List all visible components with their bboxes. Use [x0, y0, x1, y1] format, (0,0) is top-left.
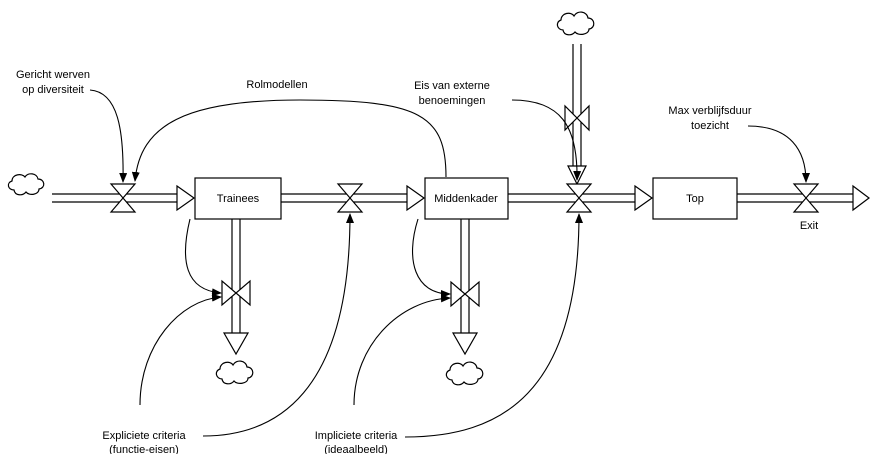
flow-pipe-trainees-middenkader — [281, 184, 426, 212]
stock-middenkader-label: Middenkader — [434, 193, 498, 205]
label-expliciete-line2: (functie-eisen) — [109, 444, 179, 454]
flow-pipe-in-trainees — [52, 184, 196, 212]
label-eis-extern-line1: Eis van externe — [414, 80, 490, 92]
arrow-gericht-werven — [89, 89, 128, 183]
flow-pipe-middenkader-top — [508, 184, 654, 212]
arrow-expliciete-valve — [139, 293, 222, 406]
flow-pipe-middenkader-outflow — [451, 217, 479, 356]
label-expliciete-line1: Expliciete criteria — [102, 430, 186, 442]
flow-pipe-trainees-outflow — [222, 217, 250, 356]
valve-icon-uitstroom-trainees — [221, 279, 251, 307]
stock-trainees-label: Trainees — [217, 193, 260, 205]
label-eis-extern-line2: benoemingen — [419, 95, 486, 107]
valve-icon-promotie — [336, 183, 364, 213]
valve-icon-exit — [792, 183, 820, 213]
arrow-max-verblijf — [747, 125, 810, 183]
label-max-verblijf-line1: Max verblijfsduur — [668, 105, 751, 117]
label-rolmodellen: Rolmodellen — [246, 79, 307, 91]
stock-top-label: Top — [686, 193, 704, 205]
label-impliciete-line2: (ideaalbeeld) — [324, 444, 388, 454]
stock-middenkader: Middenkader — [424, 177, 509, 220]
cloud-icon-source-top — [556, 11, 595, 36]
valve-icon-external — [564, 104, 590, 132]
arrow-rolmodellen — [131, 99, 447, 182]
arrow-trainees-feedback — [184, 218, 222, 297]
label-impliciete-line1: Impliciete criteria — [315, 430, 398, 442]
stock-trainees: Trainees — [194, 177, 282, 220]
arrow-impliciete-valve — [353, 294, 451, 406]
arrow-expliciete-promotie — [202, 213, 354, 437]
label-exit: Exit — [800, 220, 818, 232]
flow-pipe-exit — [737, 184, 870, 212]
valve-icon-gericht-werven — [109, 183, 137, 213]
arrow-eis-extern — [511, 99, 582, 181]
stock-top: Top — [652, 177, 738, 220]
cloud-icon-source-left — [7, 173, 45, 196]
label-max-verblijf-line2: toezicht — [691, 120, 729, 132]
valve-icon-doorstroom-top — [565, 183, 593, 213]
arrow-middenkader-feedback — [411, 218, 451, 298]
cloud-icon-sink-middenkader — [445, 361, 484, 386]
arrow-impliciete-doorstroom — [404, 213, 583, 438]
label-gericht-werven-line2: op diversiteit — [22, 84, 84, 96]
cloud-icon-sink-trainees — [215, 360, 254, 385]
valve-icon-uitstroom-middenkader — [450, 280, 480, 308]
label-gericht-werven-line1: Gericht werven — [16, 69, 90, 81]
